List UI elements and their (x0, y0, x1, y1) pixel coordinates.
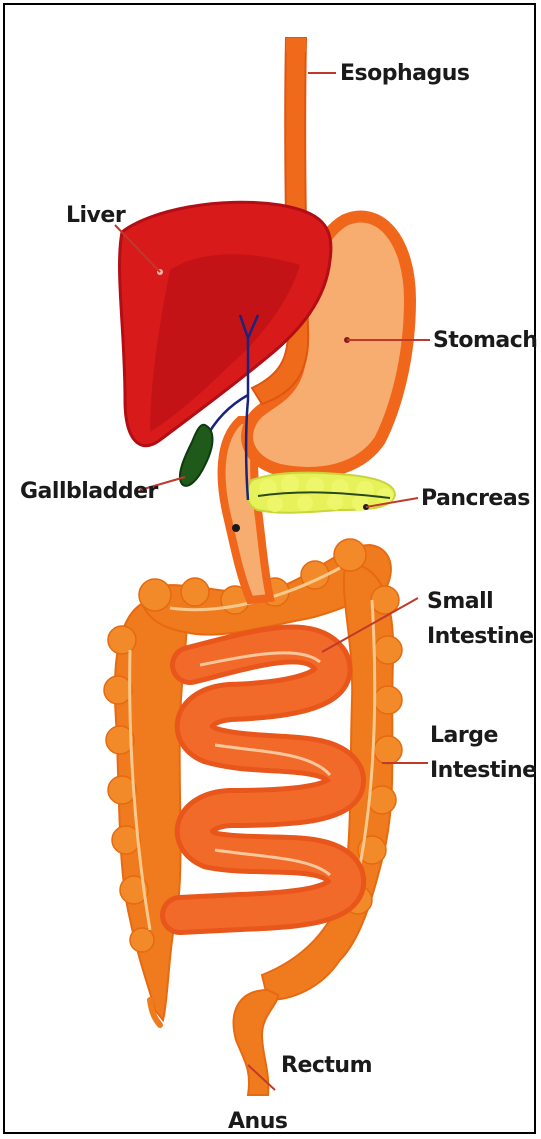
label-esophagus: Esophagus (340, 61, 470, 86)
label-gallbladder: Gallbladder (20, 479, 159, 504)
rectum (234, 990, 278, 1095)
label-rectum: Rectum (281, 1053, 372, 1078)
label-pancreas: Pancreas (421, 486, 530, 511)
label-large-intestine-line2: Intestine (430, 758, 537, 783)
label-anus: Anus (228, 1109, 288, 1134)
label-large-intestine-line1: Large (430, 723, 498, 748)
label-liver: Liver (66, 203, 126, 228)
label-small-intestine-line1: Small (427, 589, 493, 614)
label-stomach: Stomach (433, 328, 537, 353)
label-small-intestine-line2: Intestine (427, 624, 534, 649)
small-intestine (180, 644, 346, 915)
